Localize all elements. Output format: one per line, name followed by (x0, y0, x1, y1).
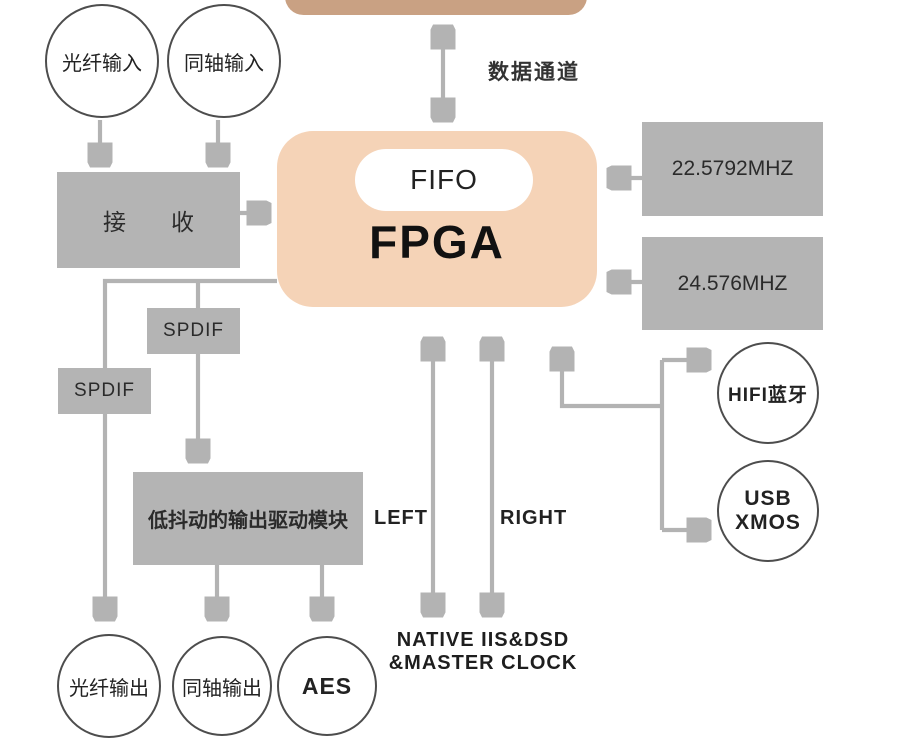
native-iis-caption-line2: &MASTER CLOCK (388, 652, 578, 674)
node-receiver: 接收 (57, 172, 240, 268)
aes-output-label: AES (301, 672, 353, 699)
fiber-input-label: 光纤输入 (62, 52, 142, 75)
spdif-upper-label: SPDIF (163, 320, 224, 341)
arrow-bus-to-fpga (562, 348, 662, 409)
node-spdif-lower: SPDIF (58, 368, 151, 414)
node-fifo: FIFO (355, 149, 533, 211)
node-clock-24mhz: 24.576MHZ (642, 237, 823, 330)
node-spdif-upper: SPDIF (147, 308, 240, 354)
right-channel-label: RIGHT (500, 507, 568, 529)
receiver-label: 接收 (103, 209, 239, 235)
clock-24mhz-label: 24.576MHZ (677, 271, 788, 295)
usb-xmos-label-line1: USB (744, 486, 792, 510)
top-module-box (285, 0, 587, 15)
fiber-output-label: 光纤输出 (69, 677, 149, 700)
native-iis-caption: NATIVE IIS&DSD &MASTER CLOCK (378, 629, 588, 675)
node-fiber-input: 光纤输入 (45, 4, 159, 118)
node-usb-xmos: USB XMOS (717, 460, 819, 562)
clock-22mhz-label: 22.5792MHZ (671, 157, 794, 180)
data-channel-label: 数据通道 (488, 61, 580, 84)
fifo-label: FIFO (410, 164, 478, 195)
left-channel-label: LEFT (374, 507, 428, 529)
node-aes-output: AES (277, 636, 377, 736)
node-coax-output: 同轴输出 (172, 636, 272, 736)
native-iis-caption-line1: NATIVE IIS&DSD (396, 629, 570, 651)
node-coax-input: 同轴输入 (167, 4, 281, 118)
node-hifi-bluetooth: HIFI蓝牙 (717, 342, 819, 444)
node-output-driver: 低抖动的输出驱动模块 (133, 472, 363, 565)
usb-xmos-label-line2: XMOS (735, 511, 801, 534)
fpga-label: FPGA (369, 216, 505, 268)
node-fpga: FIFO FPGA (277, 131, 597, 307)
hifi-bluetooth-label: HIFI蓝牙 (728, 384, 808, 406)
node-clock-22mhz: 22.5792MHZ (642, 122, 823, 216)
coax-output-label: 同轴输出 (182, 677, 262, 700)
spdif-lower-label: SPDIF (74, 380, 135, 401)
coax-input-label: 同轴输入 (184, 52, 264, 75)
output-driver-label: 低抖动的输出驱动模块 (148, 510, 348, 532)
node-fiber-output: 光纤输出 (57, 634, 161, 738)
